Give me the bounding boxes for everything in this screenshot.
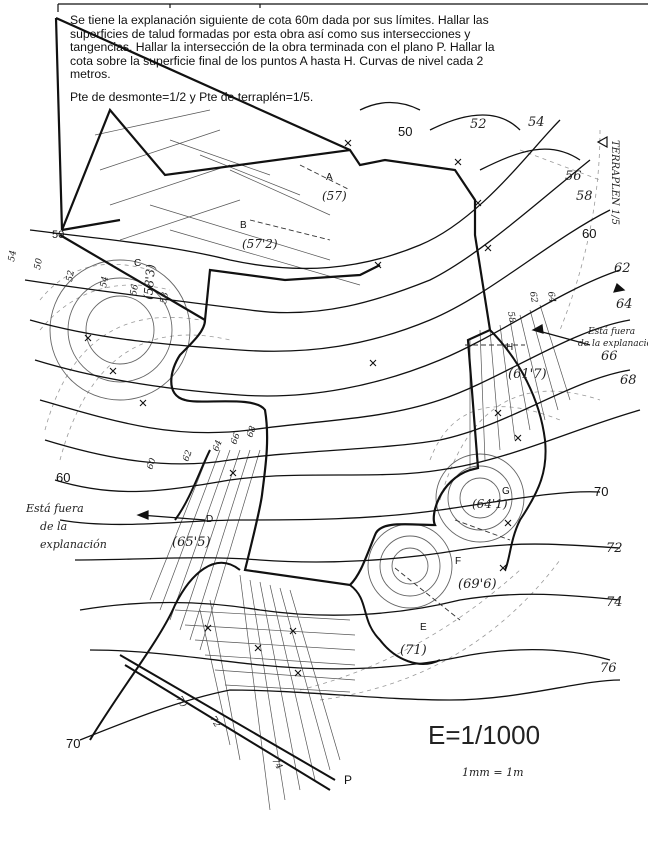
slope-tick: 68 <box>245 425 258 439</box>
contour-label: 58 <box>576 189 593 204</box>
cone-rings <box>49 259 525 609</box>
point-label-e: E <box>420 622 427 633</box>
header-frame <box>57 3 648 12</box>
problem-statement: Se tiene la explanación siguiente de cot… <box>70 13 495 82</box>
talud-hatching <box>94 109 571 811</box>
dimension-lines <box>249 164 525 621</box>
left-outside-note-line: de la <box>40 520 67 533</box>
tick-marks <box>84 139 522 677</box>
slope-tick: 64 <box>545 291 557 304</box>
slope-tick: 58 <box>159 291 171 304</box>
slope-tick: 54 <box>99 275 111 288</box>
slope-tick: 74 <box>269 757 284 772</box>
contour-label: 70 <box>594 484 608 499</box>
point-elevation-f: (69'6) <box>458 577 497 592</box>
point-label-g: G <box>502 486 510 497</box>
talud-boundary <box>89 329 547 741</box>
slopes-statement: Pte de desmonte=1/2 y Pte de terraplén=1… <box>70 90 314 104</box>
annotations: Está fuera de la explanación Está fuera … <box>25 140 648 787</box>
slope-tick: 66 <box>229 432 242 446</box>
left-outside-note: Está fuera de la explanación <box>25 502 107 551</box>
slope-tick: 50 <box>33 257 45 270</box>
slope-tick: 52 <box>65 269 77 282</box>
contour-label: 60 <box>56 470 70 485</box>
arrows <box>136 135 626 521</box>
slope-tick: 62 <box>181 449 194 463</box>
point-label-h: H <box>506 342 513 353</box>
slope-tick: 64 <box>211 439 224 453</box>
slope-tick: 62 <box>527 291 539 304</box>
contour-label: 66 <box>601 349 618 364</box>
point-elevation-g: (64'1) <box>472 497 508 511</box>
contour-label: 50 <box>52 229 64 241</box>
contour-label: 70 <box>66 736 80 751</box>
right-outside-note-line: Está fuera <box>587 326 635 337</box>
point-elevation-h: (61'7) <box>508 367 547 382</box>
slope-tick-labels: 50 52 54 56 58 60 62 64 66 68 70 72 74 5… <box>7 249 557 771</box>
point-label-a: A <box>326 172 333 183</box>
contour-label: 74 <box>606 595 623 610</box>
plane-p <box>119 654 336 791</box>
contour-label: 68 <box>620 373 637 388</box>
point-elevation-d: (65'5) <box>172 535 211 550</box>
slope-tick: 58 <box>505 311 517 324</box>
contour-label: 56 <box>565 169 582 184</box>
contour-label: 60 <box>582 226 596 241</box>
contour-label: 52 <box>470 117 487 132</box>
point-elevation-a: (57) <box>322 189 347 203</box>
right-outside-note-line: de la explanación <box>578 338 648 349</box>
contour-label: 62 <box>614 261 631 276</box>
contour-label: 50 <box>398 124 412 139</box>
point-labels: A (57) B (57'2) C (58'3) D (65'5) E (71)… <box>134 172 547 658</box>
slope-tick: 56 <box>129 283 141 296</box>
left-outside-note-line: explanación <box>40 538 107 551</box>
right-outside-note: Está fuera de la explanación <box>578 326 648 349</box>
contour-label: 76 <box>600 661 617 676</box>
platform-boundary <box>54 16 492 587</box>
contour-label: 72 <box>606 541 623 556</box>
scale-label: E=1/1000 <box>428 720 540 750</box>
point-elevation-b: (57'2) <box>242 237 278 251</box>
scale-note: 1mm = 1m <box>462 766 524 779</box>
slope-tick: 54 <box>7 249 19 262</box>
contour-lines <box>24 101 641 741</box>
terraplen-side-note: TERRAPLEN 1/5 <box>609 140 620 225</box>
point-elevation-e: (71) <box>400 643 427 658</box>
slope-tick: 60 <box>145 457 158 471</box>
point-label-c: C <box>134 258 141 269</box>
contour-label: 54 <box>528 115 545 130</box>
point-label-f: F <box>455 556 461 567</box>
contour-label: 64 <box>616 297 633 312</box>
point-elevation-c: (58'3) <box>141 263 158 300</box>
plane-p-label: P <box>344 773 352 787</box>
point-label-b: B <box>240 220 247 231</box>
left-outside-note-line: Está fuera <box>25 502 84 515</box>
contour-label-group: 50 52 54 56 58 60 62 64 66 68 70 72 74 7… <box>52 115 637 751</box>
point-label-d: D <box>206 514 213 525</box>
